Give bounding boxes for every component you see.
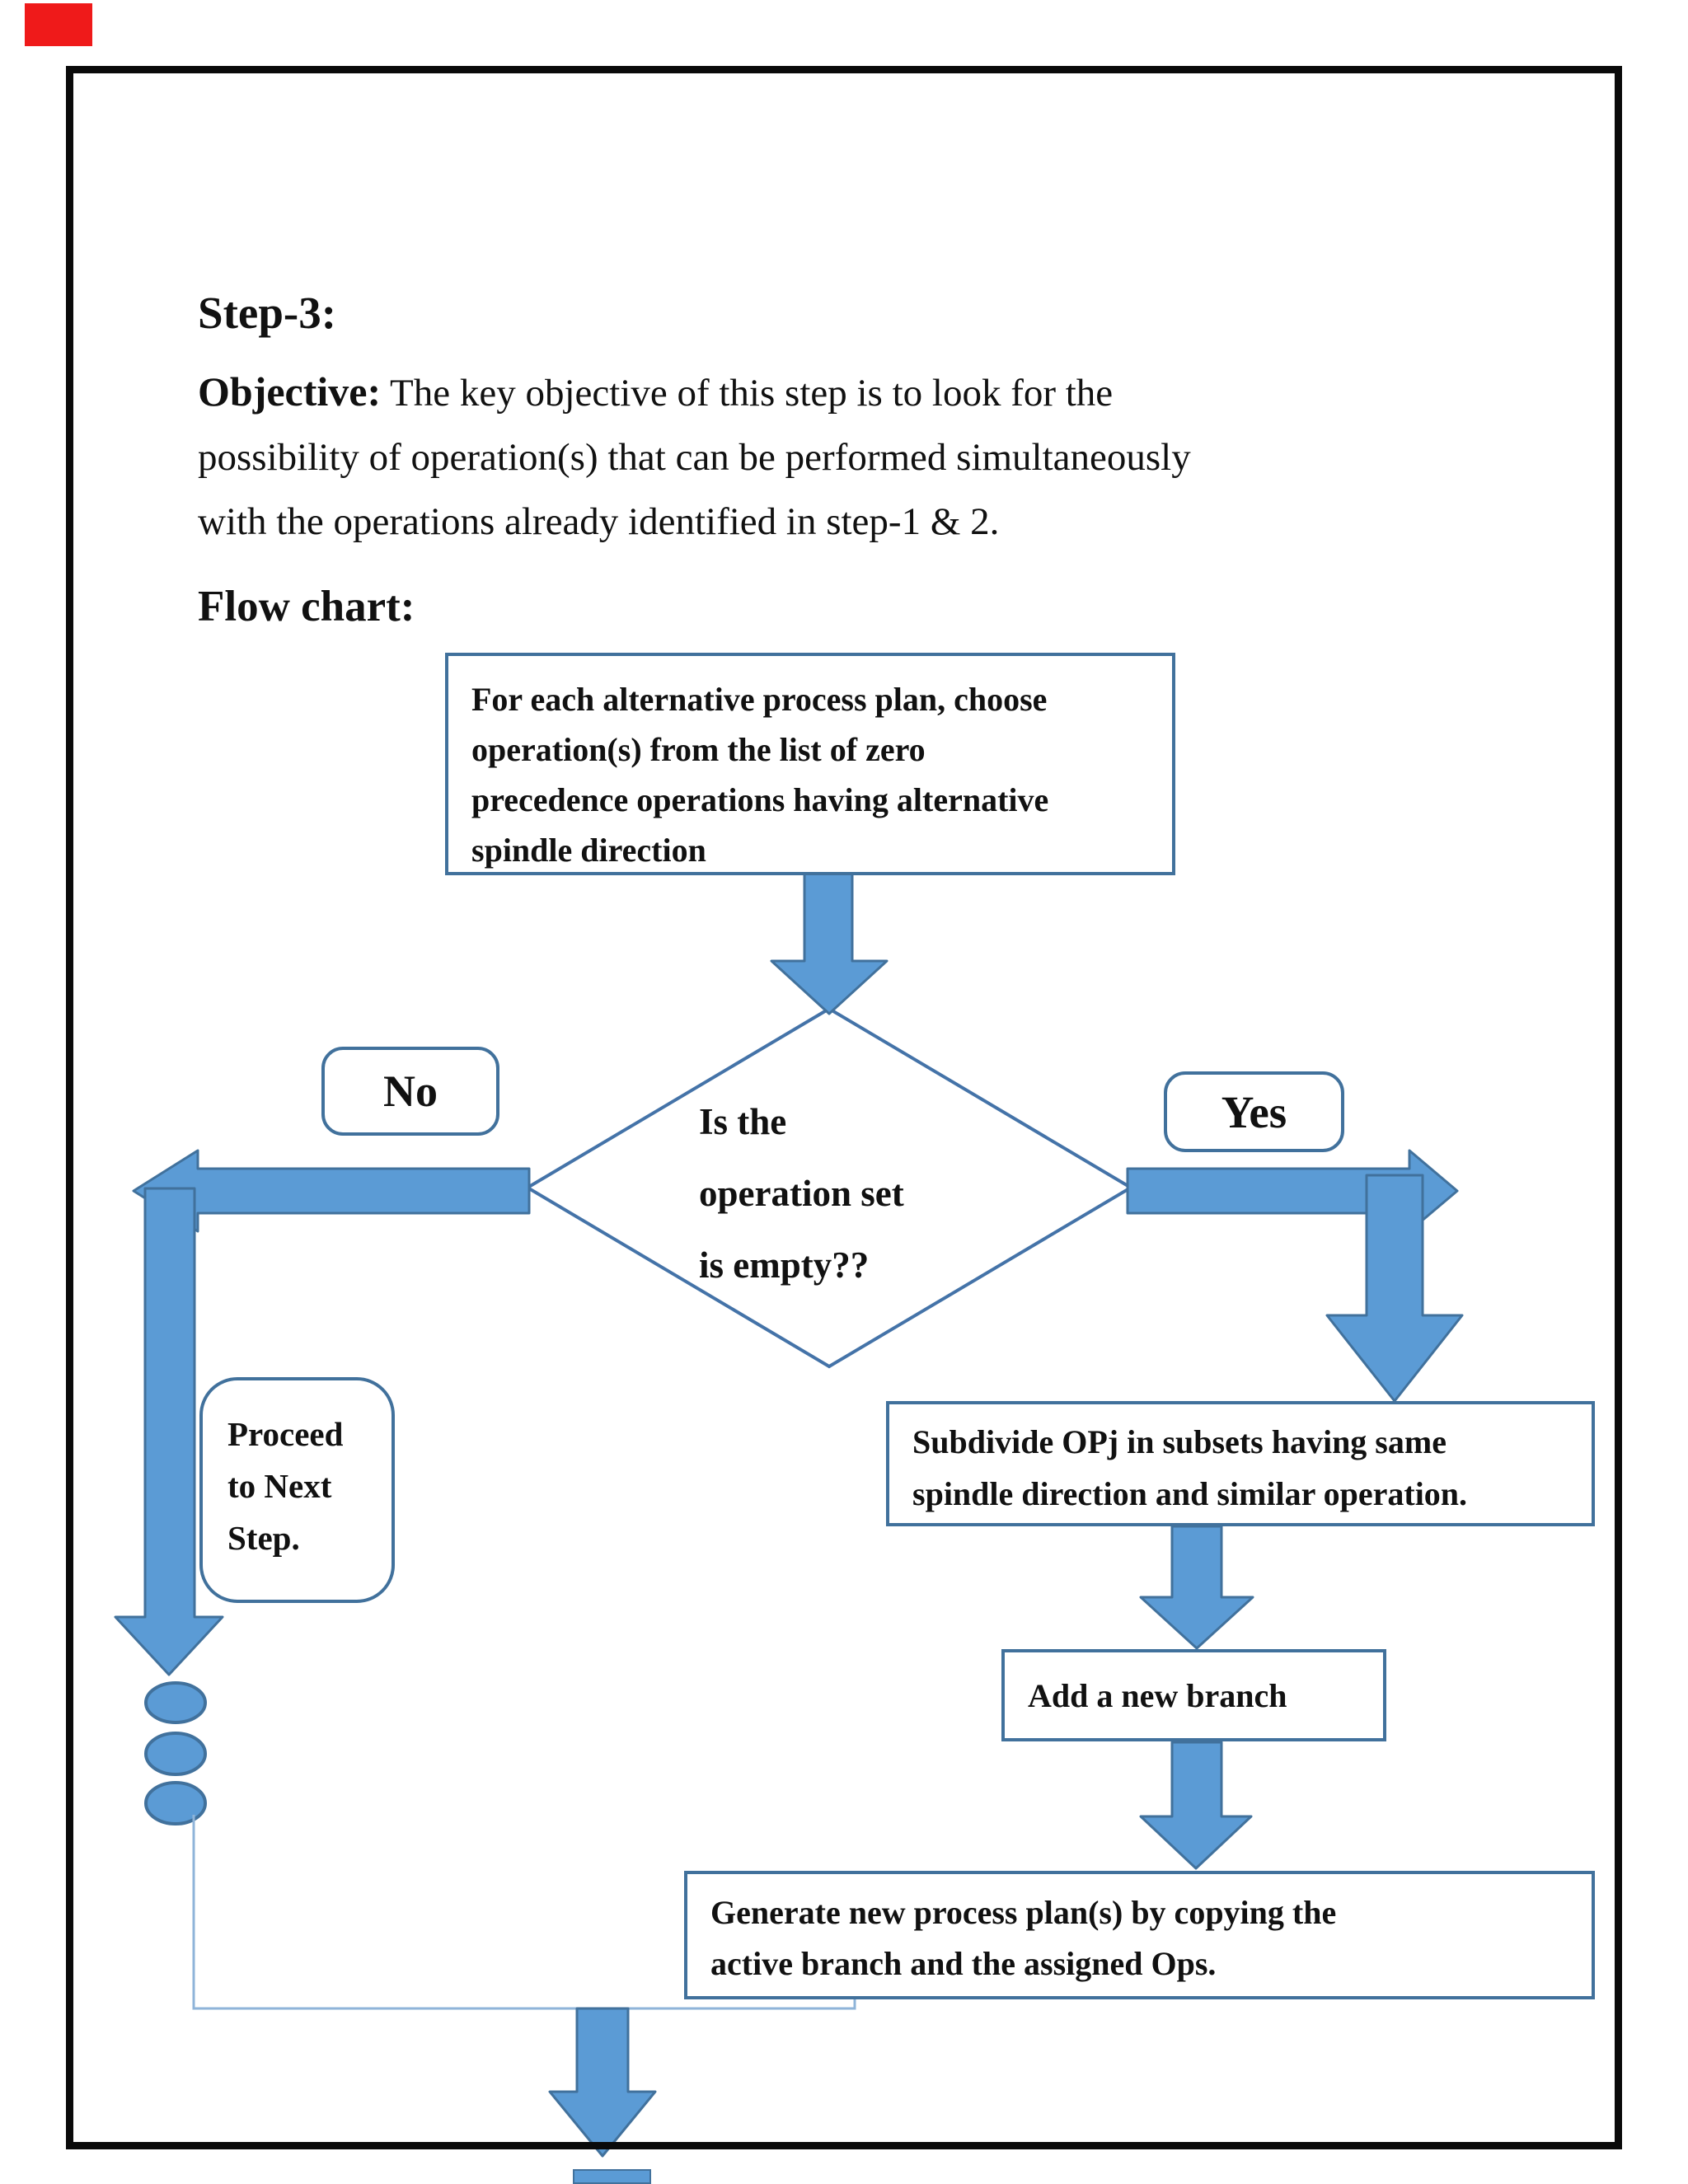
- step-title: Step-3:: [198, 288, 337, 338]
- connector-line: [192, 1815, 856, 2010]
- cut-off-bottom-shape: [573, 2169, 651, 2184]
- objective-line-2: possibility of operation(s) that can be …: [198, 436, 1191, 479]
- objective-paragraph: Objective: The key objective of this ste…: [198, 359, 1517, 554]
- no-label-badge: No: [321, 1047, 499, 1136]
- yes-label-badge: Yes: [1164, 1071, 1344, 1152]
- red-corner-marker: [25, 3, 92, 46]
- objective-line-1: Objective: The key objective of this ste…: [198, 359, 1517, 425]
- objective-line-3: with the operations already identified i…: [198, 500, 1000, 543]
- arrow-start-to-decision: [770, 872, 889, 1015]
- flow-chart-heading: Flow chart:: [198, 583, 415, 630]
- yes-branch-vertical-arrow: [1325, 1174, 1464, 1403]
- objective-label: Objective:: [198, 368, 382, 415]
- continuation-dot-2: [144, 1732, 207, 1776]
- no-branch-vertical-arrow: [114, 1187, 224, 1676]
- add-branch-box: Add a new branch: [1001, 1649, 1386, 1741]
- arrow-add-to-generate: [1139, 1741, 1253, 1870]
- subdivide-box: Subdivide OPj in subsets having same spi…: [886, 1401, 1595, 1526]
- objective-line-1-text: The key objective of this step is to loo…: [381, 372, 1114, 415]
- proceed-next-step-box: Proceed to Next Step.: [199, 1377, 395, 1603]
- decision-diamond-shape: [524, 1006, 1134, 1369]
- decision-diamond-text: Is the operation set is empty??: [699, 1101, 904, 1286]
- generate-plans-box: Generate new process plan(s) by copying …: [684, 1871, 1595, 1999]
- continuation-dot-3: [144, 1781, 207, 1825]
- continuation-dot-1: [144, 1681, 207, 1724]
- arrow-subdivide-to-add: [1139, 1525, 1254, 1650]
- final-down-arrow: [548, 2007, 657, 2158]
- start-process-box: For each alternative process plan, choos…: [445, 653, 1175, 875]
